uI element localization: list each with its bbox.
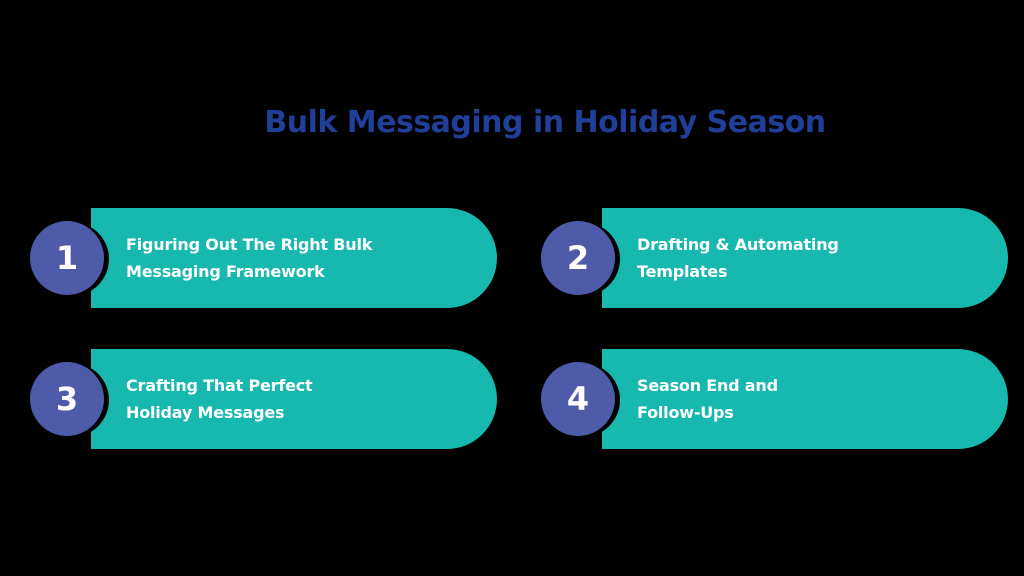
step-text-line-2: Messaging Framework bbox=[126, 262, 325, 281]
step-number-badge-4: 4 bbox=[541, 362, 615, 436]
step-number-badge-1: 1 bbox=[30, 221, 104, 295]
step-card-2: Drafting & Automating Templates bbox=[602, 208, 1008, 308]
step-text-line-2: Holiday Messages bbox=[126, 403, 285, 422]
page-title: Bulk Messaging in Holiday Season bbox=[264, 105, 826, 140]
step-text: Drafting & Automating Templates bbox=[637, 231, 967, 285]
step-text-line-1: Figuring Out The Right Bulk bbox=[126, 235, 373, 254]
step-card-4: Season End and Follow-Ups bbox=[602, 349, 1008, 449]
step-text-line-1: Crafting That Perfect bbox=[126, 376, 313, 395]
step-text-line-2: Templates bbox=[637, 262, 728, 281]
step-card-1: Figuring Out The Right Bulk Messaging Fr… bbox=[91, 208, 497, 308]
step-text: Crafting That Perfect Holiday Messages bbox=[126, 372, 456, 426]
step-text-line-1: Drafting & Automating bbox=[637, 235, 839, 254]
step-card-3: Crafting That Perfect Holiday Messages bbox=[91, 349, 497, 449]
step-text-line-1: Season End and bbox=[637, 376, 778, 395]
step-text: Figuring Out The Right Bulk Messaging Fr… bbox=[126, 231, 456, 285]
step-text: Season End and Follow-Ups bbox=[637, 372, 967, 426]
step-number-badge-3: 3 bbox=[30, 362, 104, 436]
step-number-badge-2: 2 bbox=[541, 221, 615, 295]
step-text-line-2: Follow-Ups bbox=[637, 403, 734, 422]
